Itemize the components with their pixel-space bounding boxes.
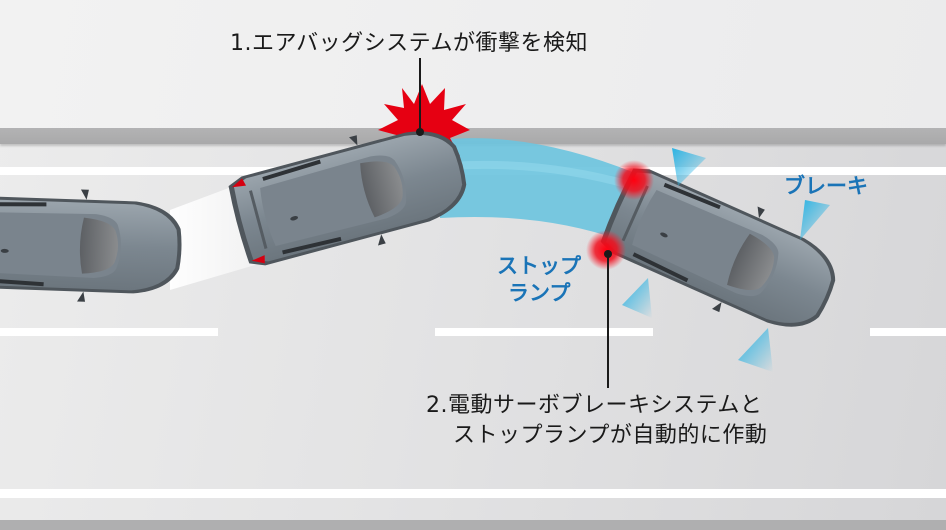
stop-lamp-glow-icon <box>614 160 654 200</box>
roadside-area <box>0 0 946 128</box>
callout-brake-line2: ストップランプが自動的に作動 <box>453 423 768 448</box>
lane-dash <box>870 328 946 336</box>
brake-wedge-icon <box>672 148 706 186</box>
label-stop-lamp-line2: ランプ <box>508 281 571 305</box>
lane-dash <box>0 328 218 336</box>
lane-dash <box>435 328 653 336</box>
curb-top <box>0 128 946 144</box>
label-stop-lamp-line1: ストップ <box>497 254 581 278</box>
curb-bottom <box>0 520 946 530</box>
brake-wedge-icon <box>622 278 652 318</box>
callout-airbag: 1.エアバッグシステムが衝撃を検知 <box>230 31 588 56</box>
brake-wedge-icon <box>800 200 830 240</box>
label-brake: ブレーキ <box>784 174 868 198</box>
stop-lamp-glow-icon <box>586 230 626 270</box>
brake-wedge-icon <box>738 328 773 372</box>
car-collided-icon <box>220 108 480 282</box>
lane-line-solid-bottom <box>0 489 946 498</box>
car-following-icon <box>0 185 183 305</box>
callout-brake-line1: 2.電動サーボブレーキシステムと <box>426 393 763 418</box>
